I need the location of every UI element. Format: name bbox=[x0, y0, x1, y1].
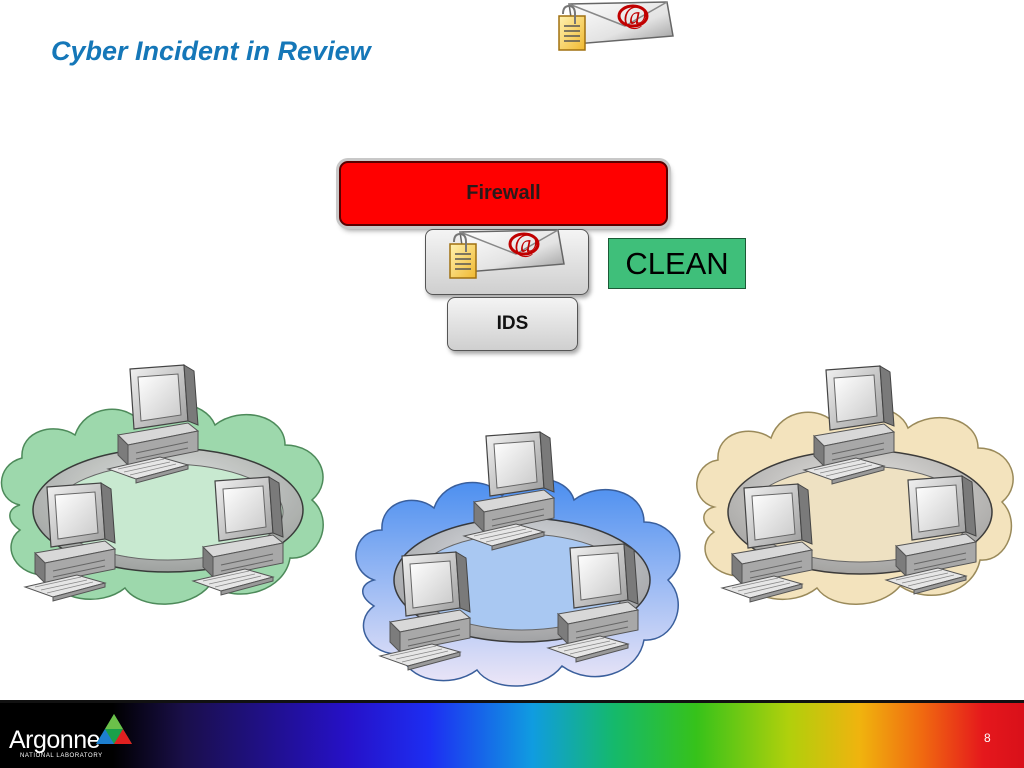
ids-label: IDS bbox=[496, 313, 529, 334]
firewall-label: Firewall bbox=[466, 182, 541, 204]
email-icon bbox=[448, 228, 566, 280]
email-icon bbox=[557, 0, 675, 52]
clean-status-badge: CLEAN bbox=[608, 238, 746, 289]
argonne-logo-icon bbox=[96, 714, 132, 744]
logo-subtitle: NATIONAL LABORATORY bbox=[20, 753, 103, 759]
footer-divider bbox=[0, 700, 1024, 704]
ids-box: IDS bbox=[447, 297, 578, 351]
inspected-email-box bbox=[425, 228, 589, 295]
firewall-box: Firewall bbox=[339, 161, 668, 226]
slide-title: Cyber Incident in Review bbox=[51, 36, 371, 66]
page-number: 8 bbox=[984, 731, 991, 745]
clean-status-label: CLEAN bbox=[625, 245, 729, 281]
footer-spectrum-bar bbox=[0, 703, 1024, 768]
right-network bbox=[696, 365, 1014, 605]
left-network bbox=[0, 364, 324, 605]
logo-wordmark: Argonne bbox=[9, 726, 101, 754]
center-network bbox=[355, 431, 681, 687]
